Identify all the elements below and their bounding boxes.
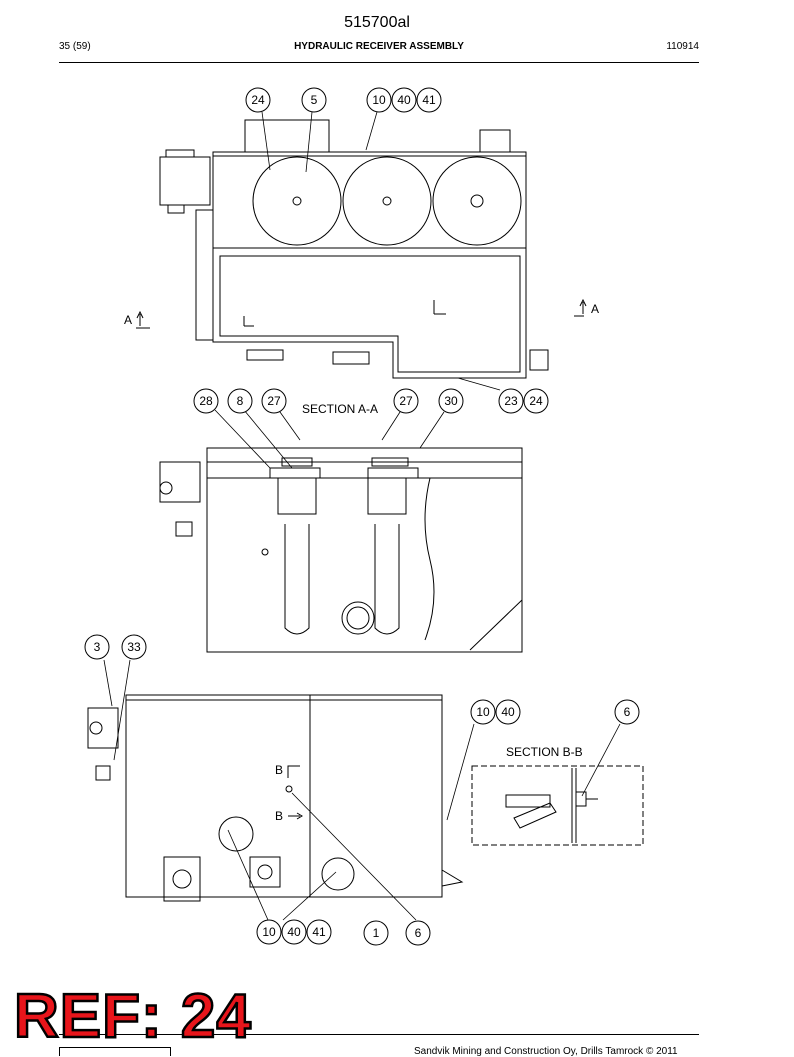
svg-text:40: 40 [501,705,515,719]
svg-text:6: 6 [415,926,422,940]
balloon: 5 [301,87,327,113]
svg-text:10: 10 [262,925,276,939]
svg-text:3: 3 [94,640,101,654]
balloon: 30 [438,388,464,414]
svg-text:10: 10 [476,705,490,719]
svg-text:30: 30 [444,394,458,408]
svg-text:1: 1 [373,926,380,940]
footer-rule [59,1034,699,1035]
section-b-title: SECTION B-B [506,745,583,759]
svg-text:28: 28 [199,394,213,408]
svg-text:40: 40 [397,93,411,107]
svg-text:41: 41 [422,93,436,107]
reference-stamp: REF: 24 [13,982,252,1051]
section-mark-b-top: B [275,763,283,777]
svg-text:41: 41 [312,925,326,939]
page-number: 35 (59) [59,41,91,52]
balloon: 27 [261,388,287,414]
balloon: 8 [227,388,253,414]
section-mark-b-bottom: B [275,809,283,823]
logo-strip [59,1047,171,1056]
balloon: 24 [523,388,549,414]
svg-text:40: 40 [287,925,301,939]
balloon: 10 [256,919,282,945]
balloon: 10 [366,87,392,113]
svg-text:33: 33 [127,640,141,654]
balloon: 41 [306,919,332,945]
balloon: 33 [121,634,147,660]
svg-text:27: 27 [267,394,281,408]
section-mark-a-left: A [124,313,132,327]
svg-text:10: 10 [372,93,386,107]
header-rule [59,62,699,63]
document-date: 110914 [666,41,699,52]
section-b-view [471,765,644,846]
balloon: 24 [245,87,271,113]
front-view [87,694,464,902]
balloon: 28 [193,388,219,414]
balloon: 40 [391,87,417,113]
section-mark-a-right: A [591,302,599,316]
svg-text:8: 8 [237,394,244,408]
svg-text:5: 5 [311,93,318,107]
page-header: 35 (59) HYDRAULIC RECEIVER ASSEMBLY 1109… [59,41,699,55]
svg-text:27: 27 [399,394,413,408]
balloon: 10 [470,699,496,725]
balloon: 3 [84,634,110,660]
balloon: 6 [405,920,431,946]
balloon: 41 [416,87,442,113]
svg-text:23: 23 [504,394,518,408]
balloon: 27 [393,388,419,414]
balloon: 40 [495,699,521,725]
svg-text:24: 24 [251,93,265,107]
section-a-view [159,447,523,653]
balloon: 40 [281,919,307,945]
footer-copyright: Sandvik Mining and Construction Oy, Dril… [414,1046,678,1057]
balloons: 24 5 10 40 41 23 24 28 8 27 27 30 3 33 1… [84,87,640,946]
top-view [136,119,587,379]
balloon: 6 [614,699,640,725]
svg-text:6: 6 [624,705,631,719]
document-code: 515700al [344,14,410,31]
leader-lines [103,111,621,921]
section-a-title: SECTION A-A [302,402,378,416]
svg-text:24: 24 [529,394,543,408]
balloon: 1 [363,920,389,946]
balloon: 23 [498,388,524,414]
document-title: HYDRAULIC RECEIVER ASSEMBLY [294,41,464,52]
